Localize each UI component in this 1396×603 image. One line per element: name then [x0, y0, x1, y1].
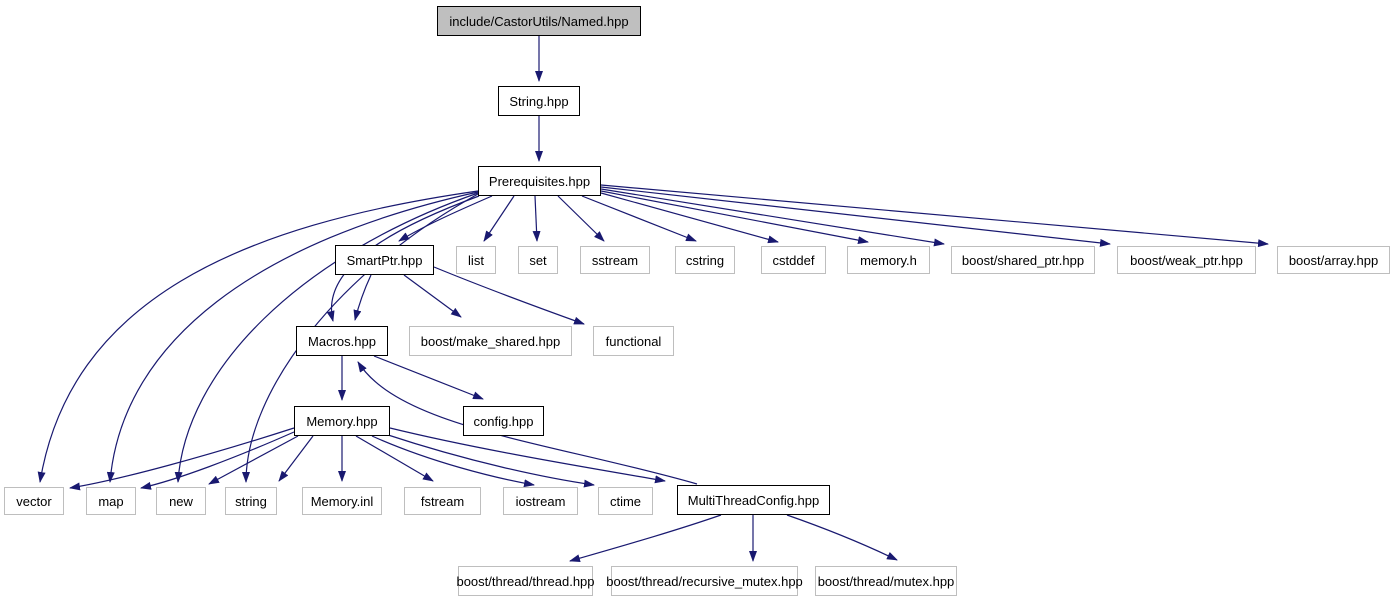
node-multithreadconfig-hpp[interactable]: MultiThreadConfig.hpp — [677, 485, 830, 515]
node-string-hpp[interactable]: String.hpp — [498, 86, 580, 116]
edge-prerequisites-cstddef — [600, 192, 779, 244]
node-functional: functional — [593, 326, 674, 356]
edge-prerequisites-weak-ptr — [600, 186, 1111, 247]
node-list: list — [456, 246, 496, 274]
edge-prerequisites-sstream — [557, 195, 605, 242]
node-cstddef: cstddef — [761, 246, 826, 274]
edge-smartptr-functional — [433, 266, 585, 325]
node-set: set — [518, 246, 558, 274]
node-fstream: fstream — [404, 487, 481, 515]
edge-macros-config — [373, 355, 484, 400]
node-memory-hpp[interactable]: Memory.hpp — [294, 406, 390, 436]
edge-memory-string — [278, 435, 314, 482]
edge-prerequisites-map — [106, 191, 479, 483]
edge-prerequisites-set — [532, 195, 541, 242]
node-vector: vector — [4, 487, 64, 515]
edge-memory-map — [140, 431, 295, 490]
edge-prerequisites-shared-ptr — [600, 188, 945, 247]
node-boost-make-shared: boost/make_shared.hpp — [409, 326, 572, 356]
edge-prerequisites-memory-h — [600, 190, 869, 245]
edge-memory-vector — [69, 427, 295, 491]
node-boost-thread-thread: boost/thread/thread.hpp — [456, 566, 595, 596]
edge-memory-multithreadconfig — [389, 427, 666, 484]
edge-prerequisites-cstring — [581, 195, 697, 242]
edge-prerequisites-smartptr — [398, 195, 493, 242]
edge-smartptr-make-shared — [403, 274, 462, 318]
node-config-hpp[interactable]: config.hpp — [463, 406, 544, 436]
node-smartptr-hpp[interactable]: SmartPtr.hpp — [335, 245, 434, 275]
node-named-hpp: include/CastorUtils/Named.hpp — [437, 6, 641, 36]
node-boost-shared-ptr: boost/shared_ptr.hpp — [951, 246, 1095, 274]
node-memory-inl: Memory.inl — [302, 487, 382, 515]
node-macros-hpp[interactable]: Macros.hpp — [296, 326, 388, 356]
edge-prerequisites-array — [600, 184, 1269, 248]
node-boost-array: boost/array.hpp — [1277, 246, 1390, 274]
node-boost-thread-recursive-mutex: boost/thread/recursive_mutex.hpp — [606, 566, 803, 596]
edge-multithreadconfig-thread — [569, 514, 722, 563]
edge-prerequisites-new — [174, 192, 479, 483]
edge-memory-iostream — [371, 435, 535, 488]
edge-smartptr-macros — [353, 274, 372, 321]
edge-memory-ctime — [384, 433, 595, 488]
edge-memory-new — [208, 435, 299, 485]
node-boost-weak-ptr: boost/weak_ptr.hpp — [1117, 246, 1256, 274]
edge-memory-fstream — [355, 435, 434, 482]
node-new: new — [156, 487, 206, 515]
node-prerequisites-hpp[interactable]: Prerequisites.hpp — [478, 166, 601, 196]
node-cstring: cstring — [675, 246, 735, 274]
node-iostream: iostream — [503, 487, 578, 515]
node-memory-h: memory.h — [847, 246, 930, 274]
edge-prerequisites-list — [483, 195, 515, 242]
node-boost-thread-mutex: boost/thread/mutex.hpp — [815, 566, 957, 596]
node-string-std: string — [225, 487, 277, 515]
node-sstream: sstream — [580, 246, 650, 274]
edge-multithreadconfig-mutex — [786, 514, 898, 561]
edge-prerequisites-vector — [37, 190, 479, 483]
node-ctime: ctime — [598, 487, 653, 515]
node-map: map — [86, 487, 136, 515]
